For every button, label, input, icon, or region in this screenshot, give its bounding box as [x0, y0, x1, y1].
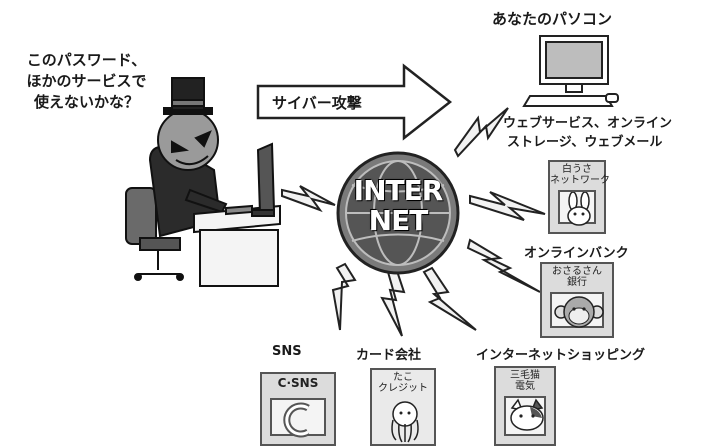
lightning-bolt-icon [422, 266, 477, 331]
rabbit-icon [558, 190, 596, 226]
internet-label-line1: INTER [353, 174, 444, 207]
card-company-label: カード会社 [356, 348, 422, 363]
internet-globe-icon [336, 151, 460, 275]
internet-label-line2: NET [368, 204, 429, 237]
attack-arrow [256, 63, 453, 141]
web-services-label: ウェブサービス、オンライン ストレージ、ウェブメール [503, 114, 672, 152]
lightning-bolt-icon [469, 191, 546, 221]
speech-line: このパスワード、 [26, 51, 147, 69]
monkey-bank-card: おさるさん 銀行 [540, 262, 614, 338]
rabbit-network-card: 白うさ ネットワーク [548, 160, 610, 234]
lightning-bolt-icon [380, 266, 406, 337]
internet-shopping-label: インターネットショッピング [476, 348, 646, 363]
internet-label: INTER NET [350, 176, 446, 236]
online-bank-label: オンラインバンク [524, 246, 629, 261]
lightning-bolt-icon [466, 238, 541, 293]
lightning-bolt-icon [331, 262, 357, 331]
cat-icon [504, 396, 546, 436]
lightning-bolt-icon [453, 107, 509, 158]
monkey-icon [550, 292, 604, 328]
card-title: C·SNS [277, 376, 319, 390]
card-title: おさるさん 銀行 [552, 266, 602, 288]
hacker-figure-icon [125, 77, 281, 287]
sns-label: SNS [272, 344, 302, 359]
computer-icon [522, 35, 619, 107]
card-title: 白うさ ネットワーク [550, 164, 610, 186]
speech-line: ほかのサービスで [26, 72, 147, 90]
web-services-line: ストレージ、ウェブメール [507, 135, 663, 150]
pc-label: あなたのパソコン [492, 10, 613, 28]
attack-label: サイバー攻撃 [272, 94, 362, 112]
octopus-credit-card: たこ クレジット [370, 368, 436, 446]
cat-electric-card: 三毛猫 電気 [494, 366, 556, 446]
octopus-icon [386, 400, 424, 448]
letter-c-icon [270, 398, 326, 438]
card-title: たこ クレジット [378, 372, 428, 394]
lightning-bolt-icon [281, 185, 336, 213]
web-services-line: ウェブサービス、オンライン [503, 116, 673, 131]
hacker-speech: このパスワード、 ほかのサービスで 使えないかな？ [4, 50, 169, 113]
card-title: 三毛猫 電気 [510, 370, 540, 392]
speech-line: 使えないかな？ [33, 93, 139, 111]
sns-card: C·SNS [260, 372, 336, 446]
